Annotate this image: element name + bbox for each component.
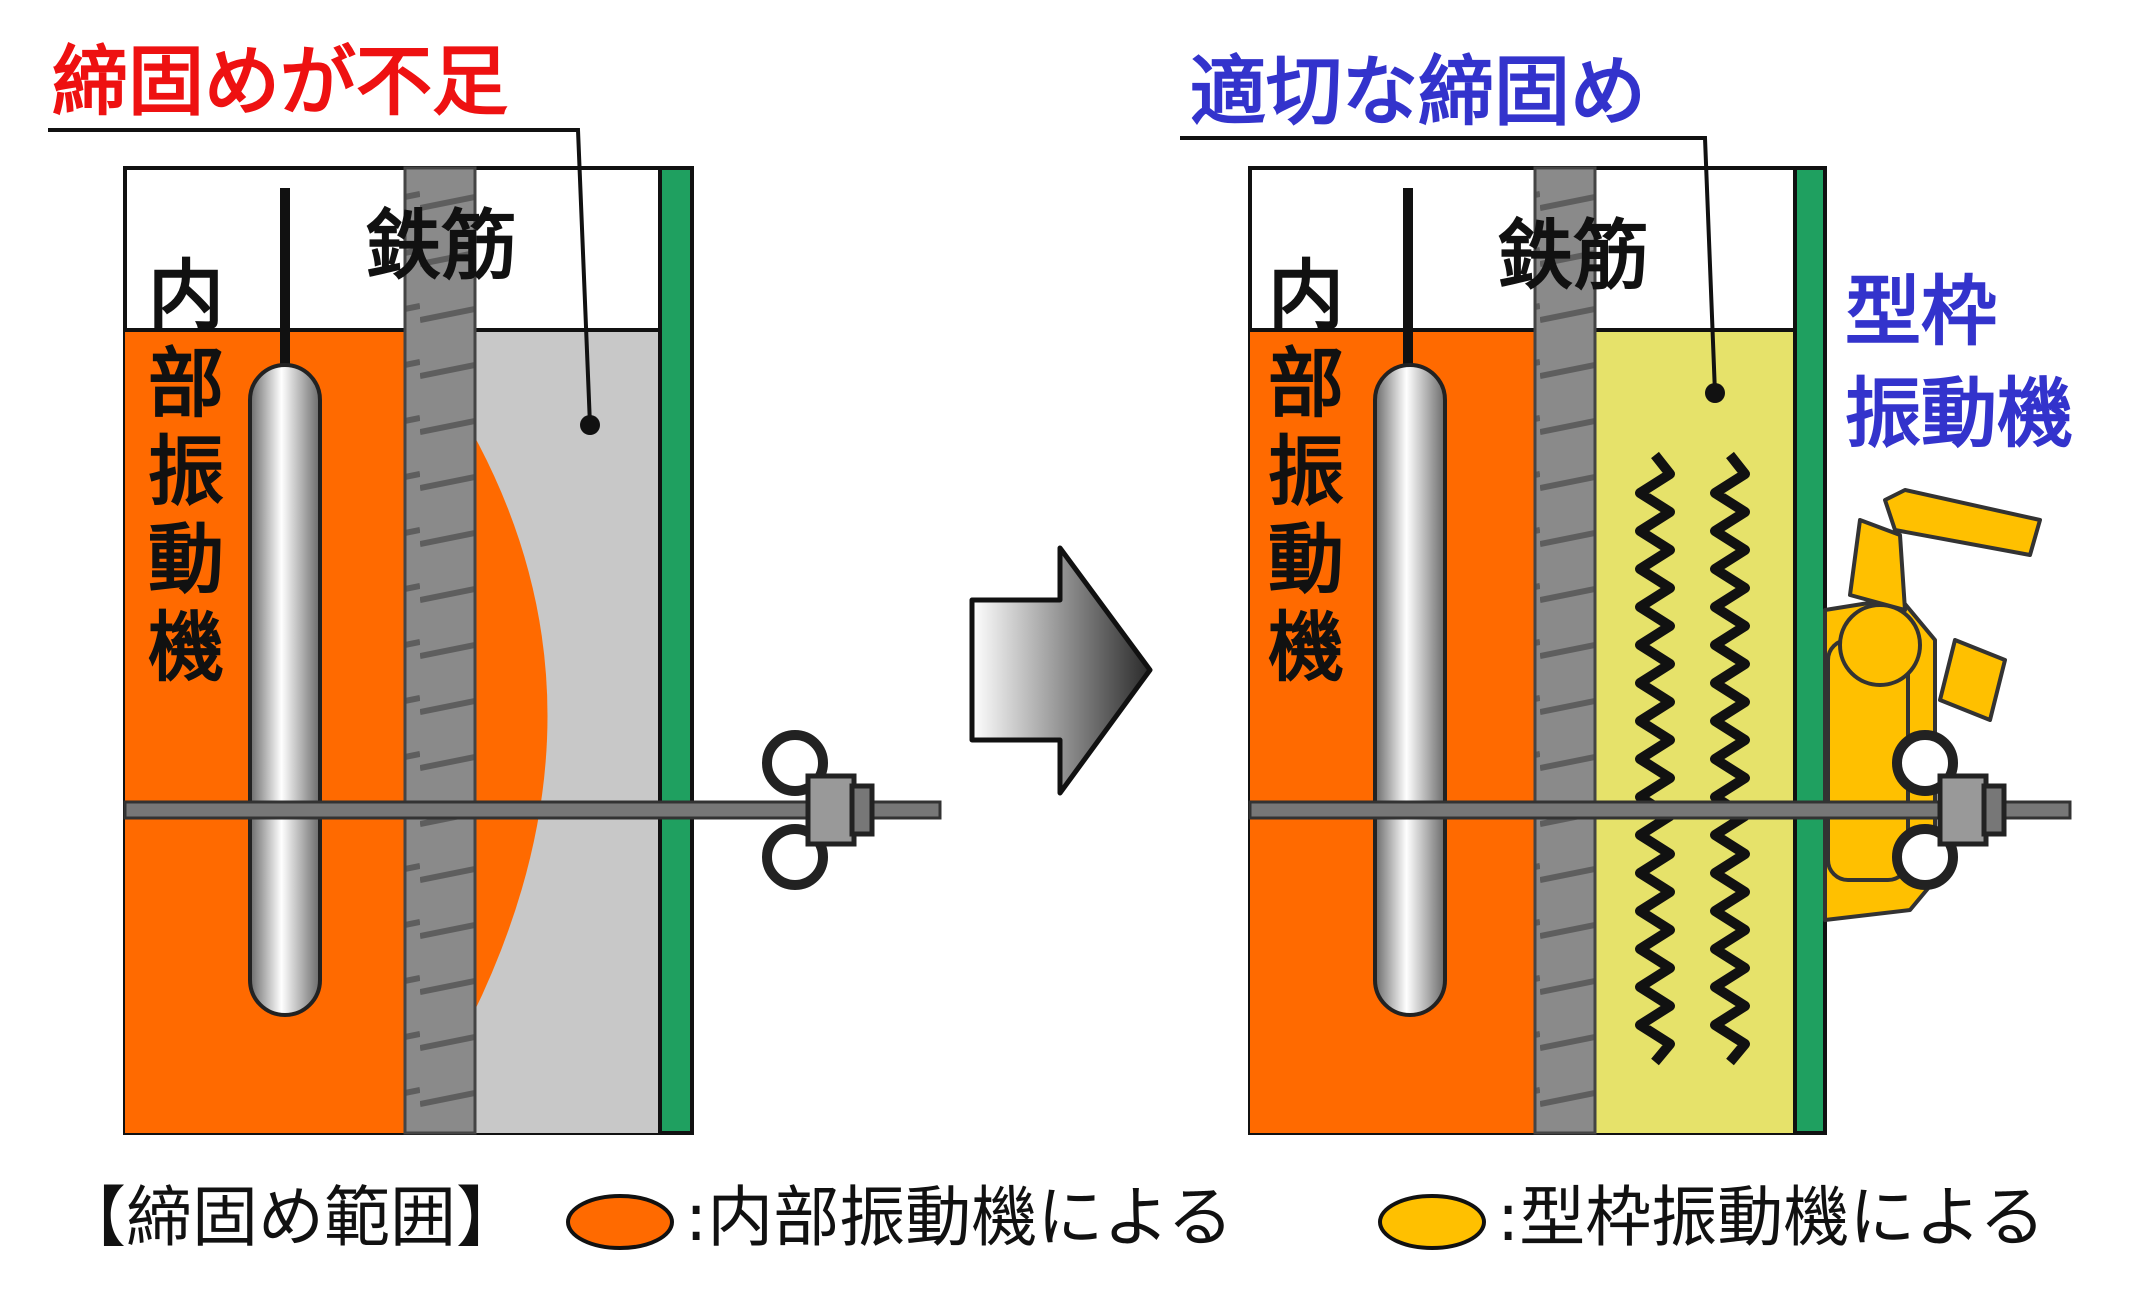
svg-text:内: 内	[148, 251, 224, 340]
right-title: 適切な締固め	[1190, 47, 1646, 136]
svg-text:機: 機	[1268, 603, 1344, 692]
svg-text:動: 動	[148, 515, 224, 604]
internal-vibrator	[248, 363, 322, 1017]
svg-text:動: 動	[1268, 515, 1344, 604]
left-title: 締固めが不足	[52, 37, 508, 126]
right-leader-dot	[1705, 383, 1725, 403]
svg-text:機: 機	[148, 603, 224, 692]
form-tie-icon	[762, 730, 875, 890]
legend-label-internal: :内部振動機による	[685, 1179, 1233, 1256]
legend-swatch-internal	[566, 1194, 674, 1250]
formwork-panel	[658, 166, 694, 1135]
svg-text:型枠: 型枠	[1845, 267, 1997, 356]
rebar	[1533, 166, 1597, 1135]
svg-text:部: 部	[1268, 339, 1344, 428]
left-panel: 鉄筋 内 部 振 動 機 締固めが不足	[48, 37, 942, 1135]
legend: 【締固め範囲】 :内部振動機による :型枠振動機による	[60, 1179, 2045, 1256]
rebar-label: 鉄筋	[365, 201, 517, 290]
vibrator-label: 内 部 振 動 機	[148, 251, 224, 692]
form-tie-rod	[1248, 800, 2072, 820]
vibrator-label: 内 部 振 動 機	[1268, 251, 1344, 692]
svg-text:振動機: 振動機	[1845, 369, 2073, 458]
rebar-label: 鉄筋	[1497, 211, 1649, 300]
internal-vibrator	[1373, 363, 1447, 1017]
right-panel: 鉄筋 内 部 振 動 機 型枠 振動機 適切な締固め	[1180, 47, 2073, 1135]
form-vibrator-label: 型枠 振動機	[1845, 267, 2073, 458]
vibration-wave-icon	[1635, 451, 1675, 1066]
svg-text:内: 内	[1268, 251, 1344, 340]
rebar	[403, 166, 477, 1135]
formwork-panel	[1793, 166, 1827, 1135]
legend-label-form: :型枠振動機による	[1497, 1179, 2045, 1256]
legend-heading: 【締固め範囲】	[60, 1179, 522, 1256]
left-leader-dot	[580, 415, 600, 435]
form-tie-rod	[123, 800, 942, 820]
arrow-right-icon	[969, 545, 1153, 796]
form-vibrator-icon	[1823, 488, 2042, 922]
svg-text:振: 振	[148, 427, 224, 516]
legend-swatch-form	[1378, 1194, 1486, 1250]
right-leader-line	[1180, 136, 1717, 394]
svg-text:振: 振	[1268, 427, 1344, 516]
vibration-wave-icon	[1710, 451, 1750, 1066]
svg-text:部: 部	[148, 339, 224, 428]
left-leader-line	[48, 128, 592, 426]
form-side-zone	[1595, 330, 1795, 1133]
form-tie-icon	[1892, 730, 2007, 890]
